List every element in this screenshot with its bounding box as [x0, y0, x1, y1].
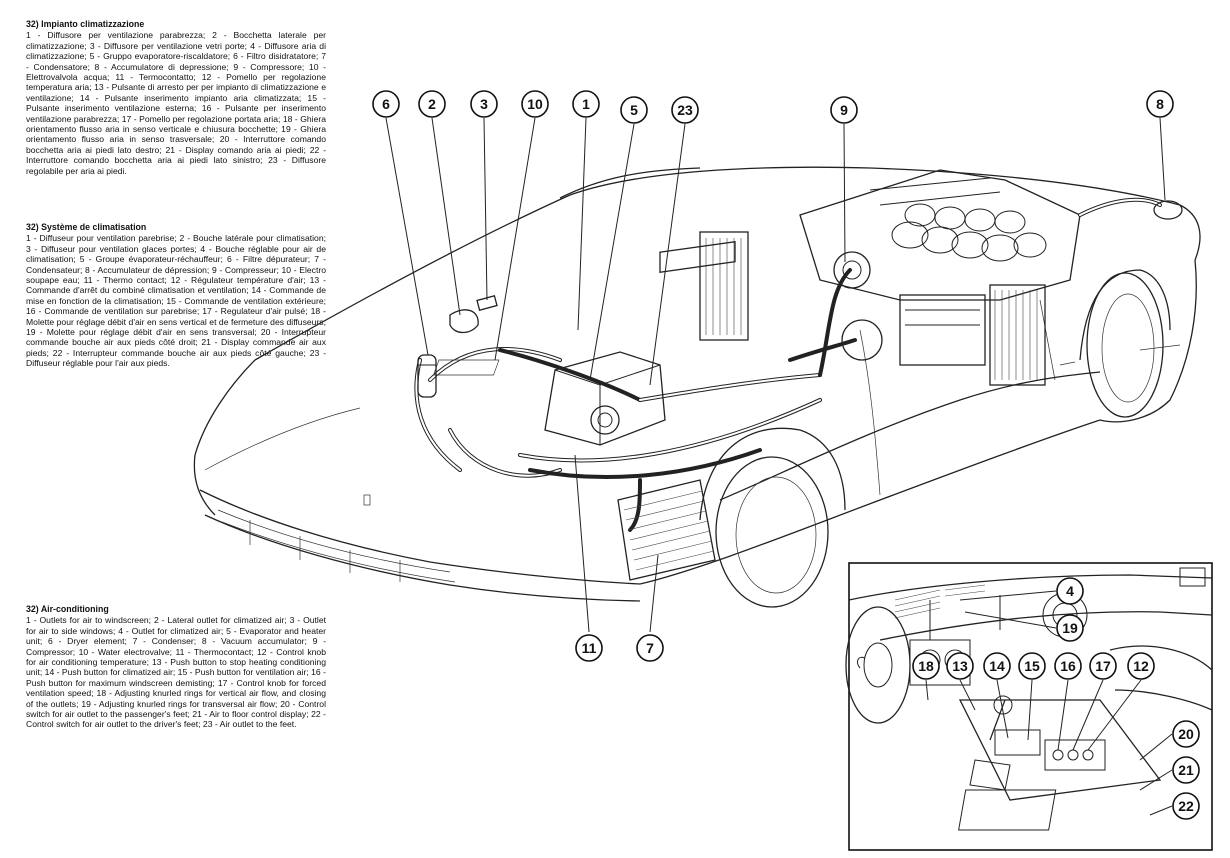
svg-text:6: 6: [382, 96, 390, 112]
callout-14: 14: [983, 652, 1011, 680]
engine-assembly: [699, 169, 1183, 386]
callout-15: 15: [1018, 652, 1046, 680]
svg-text:16: 16: [1060, 658, 1076, 674]
legend-italian-title: 32) Impianto climatizzazione: [26, 19, 145, 29]
battery-box: [899, 294, 986, 366]
hood-emblem: [363, 494, 371, 506]
svg-text:3: 3: [480, 96, 488, 112]
callout-19: 19: [1056, 614, 1084, 642]
svg-text:12: 12: [1133, 658, 1149, 674]
leader-lines-inset: [925, 590, 1173, 816]
svg-text:13: 13: [952, 658, 968, 674]
callout-2: 2: [418, 90, 446, 118]
legend-french: 32) Système de climatisation 1 - Diffuse…: [26, 222, 326, 369]
svg-text:1: 1: [582, 96, 590, 112]
legend-italian: 32) Impianto climatizzazione 1 - Diffuso…: [26, 19, 326, 176]
callout-17: 17: [1089, 652, 1117, 680]
evaporator-heater-unit: [433, 240, 736, 446]
leader-lines-main: [385, 117, 1166, 633]
svg-text:5: 5: [630, 102, 638, 118]
svg-text:11: 11: [582, 640, 597, 656]
callout-16: 16: [1054, 652, 1082, 680]
side-radiator: [699, 231, 749, 341]
rear-wheel: [1086, 272, 1164, 418]
svg-text:9: 9: [840, 102, 848, 118]
svg-text:14: 14: [989, 658, 1005, 674]
callout-12: 12: [1127, 652, 1155, 680]
legend-french-title: 32) Système de climatisation: [26, 222, 147, 232]
ac-piping: [414, 268, 857, 532]
door-window-outlet: [476, 295, 498, 311]
svg-text:23: 23: [677, 102, 693, 118]
car-body-outline: [193, 166, 1201, 608]
callout-1: 1: [572, 90, 600, 118]
svg-text:10: 10: [527, 96, 543, 112]
svg-text:22: 22: [1178, 798, 1194, 814]
svg-text:17: 17: [1095, 658, 1111, 674]
callout-4: 4: [1056, 577, 1084, 605]
callout-22: 22: [1172, 792, 1200, 820]
svg-text:8: 8: [1156, 96, 1164, 112]
callout-8: 8: [1146, 90, 1174, 118]
legend-french-text: 1 - Diffuseur pour ventilation parebrise…: [26, 233, 326, 369]
legend-english-title: 32) Air-conditioning: [26, 604, 109, 614]
legend-english-text: 1 - Outlets for air to windscreen; 2 - L…: [26, 615, 326, 730]
callout-7: 7: [636, 634, 664, 662]
legend-italian-text: 1 - Diffusore per ventilazione parabrezz…: [26, 30, 326, 176]
callout-5: 5: [620, 96, 648, 124]
lateral-outlet: [449, 309, 479, 334]
svg-text:2: 2: [428, 96, 436, 112]
svg-text:20: 20: [1178, 726, 1194, 742]
callout-23: 23: [671, 96, 699, 124]
air-duct-windscreen: [659, 240, 736, 273]
front-wheel: [715, 456, 829, 608]
interior-inset: [845, 562, 1213, 851]
callout-21: 21: [1172, 756, 1200, 784]
callout-10: 10: [521, 90, 549, 118]
callout-6: 6: [372, 90, 400, 118]
callout-13: 13: [946, 652, 974, 680]
callout-11: 11: [575, 634, 603, 662]
svg-text:4: 4: [1066, 583, 1074, 599]
compressor-body: [833, 251, 871, 289]
legend-english: 32) Air-conditioning 1 - Outlets for air…: [26, 604, 326, 730]
callout-3: 3: [470, 90, 498, 118]
svg-text:19: 19: [1062, 620, 1078, 636]
callout-9: 9: [830, 96, 858, 124]
callout-20: 20: [1172, 720, 1200, 748]
vacuum-accumulator: [1153, 200, 1183, 220]
condenser: [617, 479, 716, 581]
svg-text:7: 7: [646, 640, 654, 656]
dryer-element: [417, 354, 437, 398]
svg-text:15: 15: [1024, 658, 1040, 674]
callout-18: 18: [912, 652, 940, 680]
svg-text:21: 21: [1178, 762, 1194, 778]
svg-text:18: 18: [918, 658, 934, 674]
